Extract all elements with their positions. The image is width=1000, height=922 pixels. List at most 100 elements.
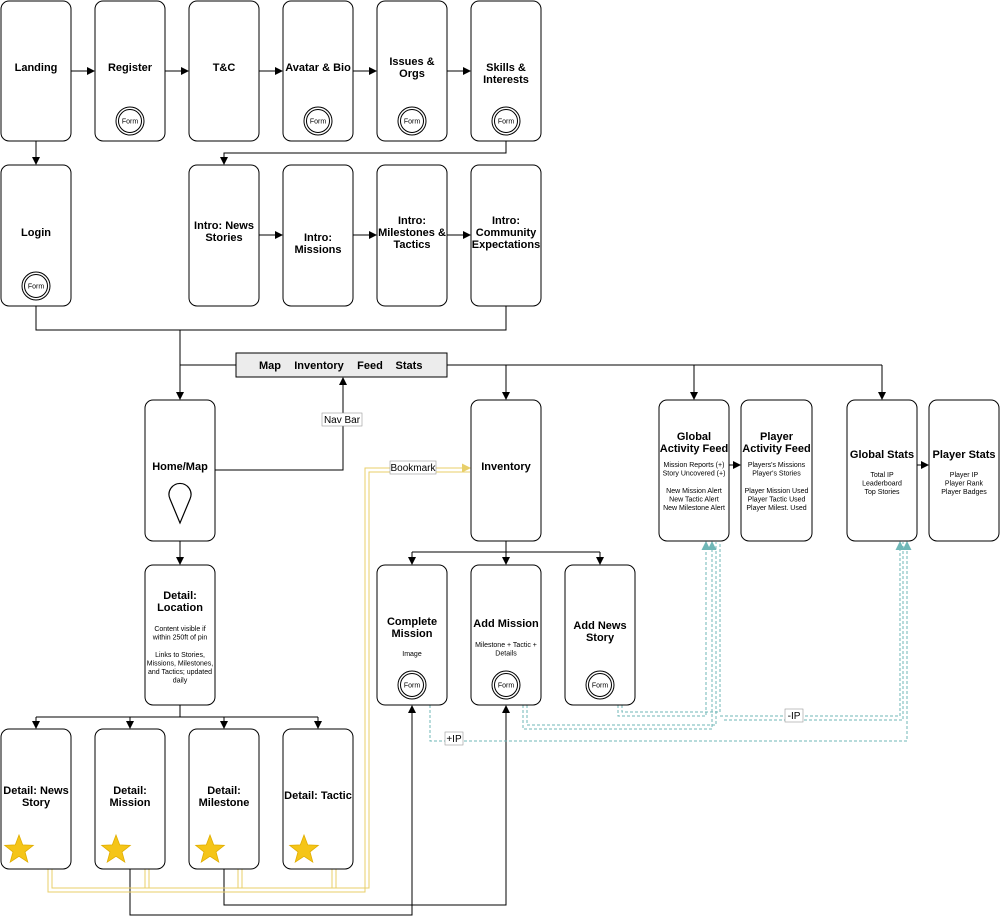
screen-frame	[94, 728, 166, 870]
connector	[724, 542, 904, 721]
form-icon: Form	[491, 106, 521, 136]
screen-home: Home/Map	[144, 399, 216, 542]
connectors	[32, 67, 929, 916]
star-icon	[100, 833, 132, 864]
screen-frame	[0, 0, 72, 142]
screen-title: Skills &Interests	[483, 62, 529, 86]
screen-frame	[470, 564, 542, 706]
screen-title: Global Stats	[850, 449, 914, 461]
screen-frame	[282, 164, 354, 307]
screen-title: Login	[21, 227, 51, 239]
screen-frame	[94, 0, 166, 142]
screen-frame	[470, 399, 542, 542]
connector	[522, 541, 717, 730]
screen-detail-milestone: Detail:Milestone	[188, 728, 260, 870]
nav-bar-frame	[235, 352, 448, 378]
form-icon: Form	[115, 106, 145, 136]
screen-frame	[188, 728, 260, 870]
svg-text:+IP: +IP	[446, 734, 462, 745]
label-plus-ip: +IP	[444, 731, 464, 746]
screen-frame	[376, 564, 448, 706]
screen-frame	[144, 399, 216, 542]
star-icon	[3, 833, 35, 864]
screen-frame	[564, 564, 636, 706]
form-label: Form	[404, 683, 421, 690]
map-pin-icon	[168, 482, 192, 525]
screen-title: Landing	[15, 62, 58, 74]
connector	[129, 705, 416, 916]
screen-title: Intro:Milestones &Tactics	[378, 215, 446, 251]
connector	[220, 141, 507, 165]
screen-details: Mission Reports (+)Story Uncovered (+)Ne…	[663, 462, 726, 512]
nav-item-map: Map	[259, 360, 281, 372]
screen-landing: Landing	[0, 0, 72, 142]
screen-title: Home/Map	[152, 461, 208, 473]
screen-frame	[928, 399, 1000, 542]
connector	[215, 377, 347, 471]
screen-frame	[0, 728, 72, 870]
screen-title: Player Stats	[933, 449, 996, 461]
svg-text:-IP: -IP	[788, 711, 801, 722]
screen-title: Register	[108, 62, 153, 74]
label-nav-bar: Nav Bar	[321, 412, 363, 427]
svg-text:Bookmark: Bookmark	[390, 463, 436, 474]
star-icon	[288, 833, 320, 864]
screen-frame	[282, 0, 354, 142]
form-icon: Form	[303, 106, 333, 136]
screen-frame	[376, 164, 448, 307]
screen-frame	[846, 399, 918, 542]
screen-title: Detail: Tactic	[284, 790, 352, 802]
screen-intro-missions: Intro:Missions	[282, 164, 354, 307]
form-label: Form	[592, 683, 609, 690]
connector	[35, 306, 507, 331]
screen-frame	[376, 0, 448, 142]
label-minus-ip: -IP	[784, 708, 804, 723]
screen-title: T&C	[213, 62, 236, 74]
screen-frame	[470, 164, 542, 307]
svg-text:Nav Bar: Nav Bar	[324, 415, 361, 426]
connector	[526, 542, 717, 726]
form-label: Form	[122, 119, 139, 126]
screen-title: Detail:Milestone	[199, 785, 250, 809]
screen-frame	[0, 164, 72, 307]
screen-title: Inventory	[481, 461, 531, 473]
screen-frame	[188, 164, 260, 307]
screen-details: Milestone + Tactic +Details	[475, 642, 537, 658]
screen-title: Avatar & Bio	[285, 62, 351, 74]
screen-title: Add Mission	[473, 618, 539, 630]
screen-frame	[144, 564, 216, 706]
screen-title: Intro:Missions	[294, 232, 341, 256]
screen-title: Detail:Location	[157, 590, 203, 614]
form-icon: Form	[585, 670, 615, 700]
connector	[223, 705, 510, 906]
screen-inventory: Inventory	[470, 399, 542, 542]
screen-title: Detail:Mission	[110, 785, 151, 809]
screen-frame	[740, 399, 813, 542]
screen-frame	[658, 399, 730, 542]
form-label: Form	[310, 119, 327, 126]
connector	[617, 541, 711, 717]
